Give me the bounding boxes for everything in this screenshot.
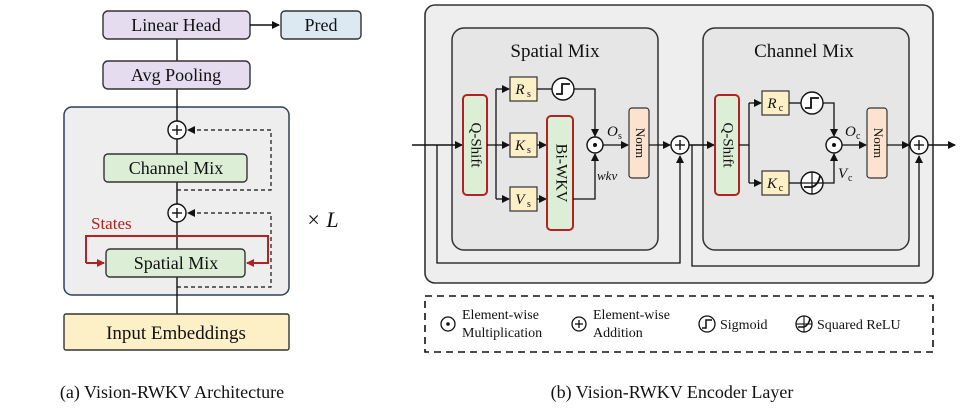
channel-residual-path (691, 145, 923, 267)
legend-sigmoid-icon (698, 315, 716, 333)
channel-mix-block (702, 27, 910, 251)
v-c-sub: c (848, 173, 853, 184)
norm-channel-label: Norm (871, 128, 886, 158)
norm-spatial (628, 107, 650, 179)
k-s-sub: s (527, 145, 531, 156)
states-label: States (91, 214, 132, 233)
k-c-sub: c (779, 183, 784, 194)
sigmoid-icon (551, 77, 575, 101)
repeat-label: × L (306, 207, 339, 232)
states-arrow (85, 235, 269, 267)
linear-head-label: Linear Head (131, 15, 220, 35)
spatial-mix-title: Spatial Mix (510, 41, 600, 62)
k-c-label: K (766, 176, 778, 192)
channel-mix-title: Channel Mix (754, 41, 854, 62)
legend-box (424, 295, 934, 353)
pred-box (280, 10, 362, 40)
v-s-sub: s (527, 199, 531, 210)
o-s-label: O (607, 124, 618, 140)
spatial-mix-label: Spatial Mix (134, 253, 219, 273)
input-embeddings-label: Input Embeddings (106, 323, 246, 344)
sigmoid-icon (800, 91, 824, 115)
bi-wkv-box (546, 115, 574, 231)
v-s-box (509, 186, 538, 212)
pred-label: Pred (305, 15, 338, 35)
r-s-sub: s (527, 89, 531, 100)
legend-relu-label: Squared ReLU (817, 318, 901, 333)
norm-spatial-label: Norm (633, 128, 648, 158)
r-s-label: R (514, 82, 524, 98)
q-shift-spatial-label: Q-Shift (468, 123, 484, 169)
wkv-label: wkv (597, 168, 617, 183)
input-embeddings-box (63, 313, 290, 351)
encoder-layer-panel: Spatial Mix Channel Mix Q-Shift R s K s … (412, 4, 956, 403)
spatial-residual-path (436, 145, 684, 264)
avg-pooling-box (102, 60, 251, 90)
o-c-sub: c (856, 131, 861, 142)
k-s-box (509, 132, 538, 158)
v-c-label: V (838, 166, 849, 182)
caption-b: (b) Vision-RWKV Encoder Layer (551, 382, 794, 403)
o-s-sub: s (618, 131, 622, 142)
channel-mix-box (103, 153, 248, 183)
spatial-mix-box (105, 248, 246, 278)
legend-sigmoid-label: Sigmoid (720, 318, 767, 333)
channel-mix-label: Channel Mix (129, 158, 224, 178)
r-c-label: R (766, 96, 776, 112)
norm-channel (866, 107, 888, 179)
caption-a: (a) Vision-RWKV Architecture (60, 382, 284, 403)
r-c-box (761, 90, 790, 116)
legend-add-line1: Element-wise (593, 308, 670, 323)
avg-pooling-label: Avg Pooling (131, 65, 221, 85)
v-s-label: V (515, 192, 526, 208)
r-c-sub: c (779, 103, 784, 114)
o-c-label: O (845, 124, 856, 140)
legend-mult-line2: Multiplication (462, 326, 542, 341)
bi-wkv-label: Bi-WKV (552, 144, 569, 203)
legend-mult-line1: Element-wise (462, 308, 539, 323)
architecture-panel: Linear Head Pred Avg Pooling Channel Mix… (60, 10, 362, 403)
legend-add-line2: Addition (593, 326, 643, 341)
q-shift-channel-label: Q-Shift (720, 123, 736, 169)
k-s-label: K (514, 138, 526, 154)
